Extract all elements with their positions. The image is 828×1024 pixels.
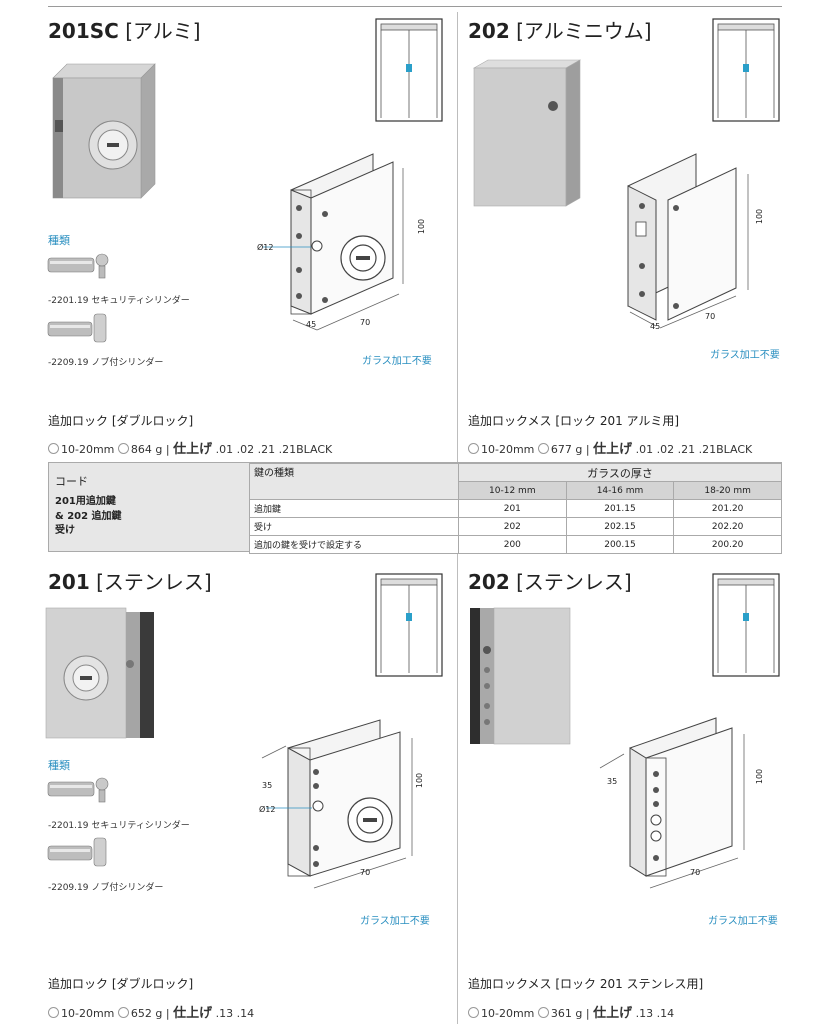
cylinder-item-1: -2201.19 セキュリティシリンダー: [48, 296, 190, 306]
dim-thickness: 35: [607, 777, 618, 786]
code-desc-2: & 202 追加鍵: [55, 511, 122, 522]
code-label: コード: [55, 475, 88, 488]
product-caption: 追加ロック [ダブルロック]: [48, 414, 194, 428]
code-grid: 鍵の種類 ガラスの厚さ 10-12 mm 14-16 mm 18-20 mm 追…: [249, 463, 782, 554]
spec-line: 10-20mm 677 g | 仕上げ .01 .02 .21 .21BLACK: [468, 438, 752, 457]
table-row: 追加鍵 201 201.15 201.20: [249, 499, 782, 518]
dim-width: 70: [360, 318, 371, 327]
product-photo: [470, 607, 571, 745]
dim-height: 100: [755, 208, 765, 225]
dimension-drawing: [599, 717, 745, 889]
dim-height: 100: [755, 768, 765, 785]
dim-diameter: Ø12: [257, 243, 274, 252]
top-rule: [48, 6, 782, 7]
security-cylinder-icon: [47, 253, 109, 279]
dim-width: 70: [360, 868, 371, 877]
knob-cylinder-icon: [47, 837, 107, 867]
weight-icon: [537, 443, 549, 454]
spec-line: 10-20mm 864 g | 仕上げ .01 .02 .21 .21BLACK: [48, 438, 332, 457]
knob-cylinder-icon: [47, 313, 107, 343]
product-caption: 追加ロック [ダブルロック]: [48, 977, 194, 991]
glass-thickness-icon: [468, 443, 479, 454]
table-row: 受け 202 202.15 202.20: [249, 517, 782, 536]
dim-thickness: 35: [262, 781, 273, 790]
glass-thickness-icon: [48, 1007, 59, 1018]
spec-line: 10-20mm 361 g | 仕上げ .13 .14: [468, 1002, 674, 1021]
thickness-col-1: 10-12 mm: [458, 481, 567, 500]
no-glass-processing-note: ガラス加工不要: [360, 916, 430, 927]
no-glass-processing-note: ガラス加工不要: [708, 916, 778, 927]
security-cylinder-icon: [47, 777, 109, 803]
key-type-header: 鍵の種類: [249, 463, 459, 500]
weight-icon: [117, 443, 129, 454]
product-title: 202 [ステンレス]: [468, 570, 632, 594]
product-caption: 追加ロックメス [ロック 201 アルミ用]: [468, 414, 680, 428]
dim-thickness: 45: [650, 322, 661, 331]
product-caption: 追加ロックメス [ロック 201 ステンレス用]: [468, 977, 704, 991]
thickness-col-3: 18-20 mm: [673, 481, 782, 500]
product-photo: [472, 59, 582, 207]
door-diagram-icon: [712, 18, 780, 122]
cylinder-types-label: 種類: [48, 234, 70, 247]
dimension-drawing: [627, 153, 749, 329]
code-desc-1: 201用追加鍵: [55, 496, 116, 507]
cylinder-item-1: -2201.19 セキュリティシリンダー: [48, 821, 190, 831]
product-title: 201 [ステンレス]: [48, 570, 212, 594]
product-title: 202 [アルミニウム]: [468, 19, 652, 43]
product-photo: [52, 63, 156, 199]
door-diagram-icon: [375, 18, 443, 122]
door-diagram-icon: [375, 573, 443, 677]
code-desc-3: 受け: [55, 525, 75, 536]
dimension-drawing: [263, 153, 404, 331]
glass-thickness-icon: [468, 1007, 479, 1018]
dim-height: 100: [415, 772, 425, 789]
cylinder-types-label: 種類: [48, 759, 70, 772]
dim-diameter: Ø12: [259, 805, 276, 814]
thickness-col-2: 14-16 mm: [565, 481, 675, 500]
glass-thickness-icon: [48, 443, 59, 454]
product-photo: [45, 607, 154, 739]
dimension-drawing: [261, 719, 413, 889]
door-diagram-icon: [712, 573, 780, 677]
cylinder-item-2: -2209.19 ノブ付シリンダー: [48, 358, 164, 368]
no-glass-processing-note: ガラス加工不要: [710, 350, 780, 361]
dim-height: 100: [417, 218, 427, 235]
glass-thickness-header: ガラスの厚さ: [458, 463, 782, 482]
cylinder-item-2: -2209.19 ノブ付シリンダー: [48, 883, 164, 893]
product-title: 201SC [アルミ]: [48, 19, 201, 43]
dim-thickness: 45: [306, 320, 317, 329]
dim-width: 70: [705, 312, 716, 321]
table-row: 追加の鍵を受けで設定する 200 200.15 200.20: [249, 535, 782, 554]
spec-line: 10-20mm 652 g | 仕上げ .13 .14: [48, 1002, 254, 1021]
no-glass-processing-note: ガラス加工不要: [362, 356, 432, 367]
weight-icon: [117, 1007, 129, 1018]
dim-width: 70: [690, 868, 701, 877]
code-table: コード 201用追加鍵 & 202 追加鍵 受け 鍵の種類 ガラスの厚さ 10-…: [48, 462, 782, 554]
weight-icon: [537, 1007, 549, 1018]
